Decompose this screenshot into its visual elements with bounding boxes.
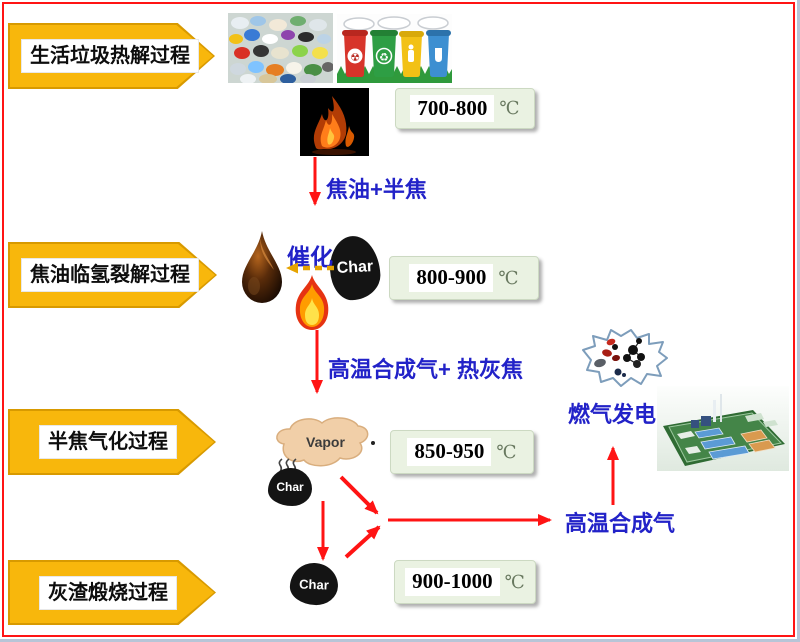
temp-value-3: 850-950 [407, 438, 492, 466]
stage-arrow-calcination: 灰渣煅烧过程 [8, 560, 216, 625]
bin-red: ☢ [342, 30, 368, 77]
stage-label-hydrocracking: 焦油临氢裂解过程 [22, 259, 198, 291]
arrow-calcination-to-junction [344, 525, 381, 559]
char-blob-2: Char [328, 234, 382, 302]
bin-yellow [399, 31, 424, 77]
temp-unit-1: ℃ [499, 98, 520, 118]
svg-text:♻: ♻ [379, 52, 389, 64]
catalyst-flame-icon [292, 274, 332, 337]
char-blob-4: Char [289, 562, 339, 606]
temp-unit-3: ℃ [496, 441, 517, 462]
fire-photo [300, 88, 369, 161]
flow-label-catalysis: 催化 [287, 244, 333, 270]
vapor-label: Vapor [306, 434, 345, 450]
waste-photo [228, 13, 334, 88]
svg-text:☢: ☢ [350, 52, 360, 64]
flow-label-gas-power: 燃气发电 [568, 402, 657, 427]
power-plant-image [657, 386, 789, 476]
flow-label-syngas-hot-ash: 高温合成气+ 热灰焦 [328, 357, 523, 382]
char-blob-3: Char [268, 468, 312, 506]
bin-green: ♻ [370, 30, 398, 77]
temp-unit-2: ℃ [498, 267, 519, 288]
stage-arrow-gasification: 半焦气化过程 [8, 409, 216, 475]
arrow-char-to-junction-upper [339, 475, 379, 515]
oil-drop-icon [238, 228, 286, 311]
trash-bins-icon: ☢ ♻ [337, 14, 452, 88]
char-label: Char [336, 258, 374, 277]
stage-arrow-pyrolysis: 生活垃圾热解过程 [8, 23, 215, 89]
temp-box-3: 850-950 ℃ [390, 430, 534, 474]
stage-label-pyrolysis: 生活垃圾热解过程 [22, 40, 198, 72]
temp-value-1: 700-800 [410, 94, 495, 123]
molecule-cloud-icon [581, 328, 669, 395]
small-dot [371, 441, 375, 445]
stage-label-gasification: 半焦气化过程 [40, 426, 176, 458]
temp-box-1: 700-800 ℃ [395, 88, 535, 129]
char-label: Char [276, 480, 304, 494]
vapor-cloud-icon: Vapor [270, 414, 372, 477]
temp-unit-4: ℃ [504, 571, 525, 592]
temp-box-2: 800-900 ℃ [389, 256, 539, 300]
char-label: Char [298, 575, 330, 593]
flow-label-tar-semicoke: 焦油+半焦 [326, 177, 427, 202]
flow-label-syngas: 高温合成气 [565, 511, 676, 536]
temp-box-4: 900-1000 ℃ [394, 560, 536, 604]
temp-value-4: 900-1000 [405, 568, 500, 596]
temp-value-2: 800-900 [409, 264, 494, 292]
stage-label-calcination: 灰渣煅烧过程 [40, 576, 176, 609]
stage-arrow-hydrocracking: 焦油临氢裂解过程 [8, 242, 217, 308]
bin-blue [426, 30, 451, 77]
